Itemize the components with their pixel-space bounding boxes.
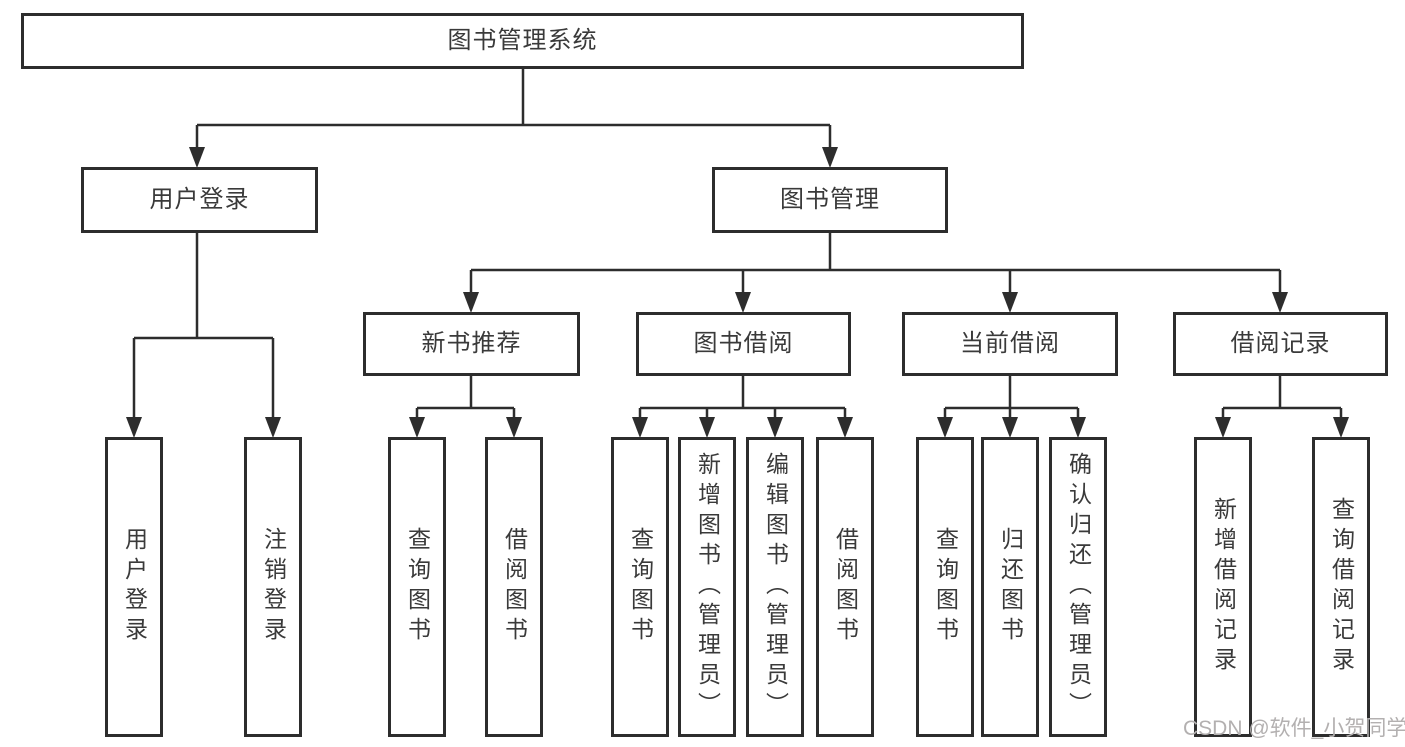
connector-new-book-children: [415, 376, 516, 418]
node-book-borrow: 图书借阅: [636, 312, 851, 376]
leaf-query-books-current: 查询图书: [916, 437, 974, 737]
node-borrow-records: 借阅记录: [1173, 312, 1388, 376]
leaf-borrow-books-label: 借阅图书: [832, 527, 859, 647]
arrow-icon: [189, 147, 205, 168]
leaf-query-books-borrow: 查询图书: [611, 437, 669, 737]
connector-root-to-level2: [195, 66, 832, 148]
arrow-icon: [1070, 417, 1086, 438]
leaf-add-borrow-record-label: 新增借阅记录: [1210, 497, 1237, 677]
node-book-management: 图书管理: [712, 167, 948, 233]
leaf-return-books-label: 归还图书: [997, 527, 1024, 647]
arrow-icon: [767, 417, 783, 438]
leaf-user-login: 用户登录: [105, 437, 163, 737]
node-new-book-recommend: 新书推荐: [363, 312, 580, 376]
arrow-icon: [409, 417, 425, 438]
leaf-borrow-books-recommend: 借阅图书: [485, 437, 543, 737]
leaf-edit-books-admin-label: 编辑图书（管理员）: [762, 452, 789, 722]
arrow-icon: [1002, 292, 1018, 313]
arrow-icon: [699, 417, 715, 438]
leaf-query-books-current-label: 查询图书: [932, 527, 959, 647]
leaf-query-books-recommend-label: 查询图书: [404, 527, 431, 647]
arrow-icon: [822, 147, 838, 168]
node-root-label: 图书管理系统: [447, 27, 598, 54]
node-root: 图书管理系统: [21, 13, 1024, 69]
node-current-borrow-label: 当前借阅: [960, 330, 1060, 357]
leaf-edit-books-admin: 编辑图书（管理员）: [746, 437, 804, 737]
arrow-icon: [1002, 417, 1018, 438]
csdn-watermark: CSDN @软件_小贺同学: [1183, 717, 1405, 740]
leaf-logout-label: 注销登录: [260, 527, 287, 647]
node-user-login-label: 用户登录: [149, 186, 250, 213]
connector-borrow-records-children: [1221, 376, 1343, 418]
arrowheads: [126, 147, 1349, 438]
node-book-borrow-label: 图书借阅: [693, 330, 794, 357]
leaf-confirm-return-admin-label: 确认归还（管理员）: [1065, 452, 1092, 722]
leaf-borrow-books: 借阅图书: [816, 437, 874, 737]
arrow-icon: [265, 417, 281, 438]
node-current-borrow: 当前借阅: [902, 312, 1118, 376]
leaf-return-books: 归还图书: [981, 437, 1039, 737]
leaf-logout: 注销登录: [244, 437, 302, 737]
arrow-icon: [632, 417, 648, 438]
arrow-icon: [1333, 417, 1349, 438]
connector-book-borrow-children: [638, 376, 847, 418]
leaf-borrow-books-recommend-label: 借阅图书: [501, 527, 528, 647]
leaf-query-books-borrow-label: 查询图书: [627, 527, 654, 647]
arrow-icon: [837, 417, 853, 438]
arrow-icon: [1272, 292, 1288, 313]
leaf-user-login-label: 用户登录: [121, 527, 148, 647]
leaf-confirm-return-admin: 确认归还（管理员）: [1049, 437, 1107, 737]
leaf-query-borrow-record: 查询借阅记录: [1312, 437, 1370, 737]
node-user-login: 用户登录: [81, 167, 318, 233]
connector-current-borrow-children: [943, 376, 1080, 418]
arrow-icon: [735, 292, 751, 313]
arrow-icon: [1215, 417, 1231, 438]
arrow-icon: [937, 417, 953, 438]
node-book-management-label: 图书管理: [780, 186, 880, 213]
connector-book-management-children: [469, 233, 1282, 293]
leaf-add-books-admin-label: 新增图书（管理员）: [694, 452, 721, 722]
arrow-icon: [463, 292, 479, 313]
leaf-query-borrow-record-label: 查询借阅记录: [1328, 497, 1355, 677]
node-new-book-recommend-label: 新书推荐: [421, 330, 522, 357]
arrow-icon: [126, 417, 142, 438]
connector-user-login-children: [132, 233, 275, 418]
leaf-query-books-recommend: 查询图书: [388, 437, 446, 737]
arrow-icon: [506, 417, 522, 438]
node-borrow-records-label: 借阅记录: [1230, 330, 1331, 357]
leaf-add-borrow-record: 新增借阅记录: [1194, 437, 1252, 737]
leaf-add-books-admin: 新增图书（管理员）: [678, 437, 736, 737]
